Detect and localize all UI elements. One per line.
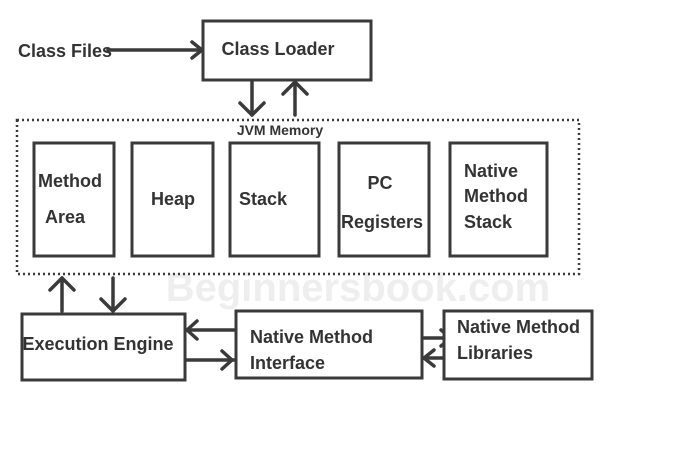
native-method-stack-line-3: Stack: [464, 212, 513, 232]
pc-registers-box: PC Registers: [337, 141, 431, 258]
class-files-arrow: [106, 40, 204, 60]
execution-engine-label: Execution Engine: [22, 334, 173, 354]
stack-box: Stack: [228, 141, 321, 258]
native-method-stack-box: Native Method Stack: [448, 141, 549, 258]
pc-registers-line-1: PC: [367, 173, 392, 193]
native-method-interface-line-2: Interface: [250, 353, 325, 373]
native-method-libraries-box: Native Method Libraries: [442, 309, 594, 381]
execution-engine-to-memory-arrow: [48, 276, 76, 313]
native-method-stack-line-2: Method: [464, 186, 528, 206]
method-area-line-2: Area: [45, 207, 86, 227]
method-area-line-1: Method: [38, 171, 102, 191]
method-area-box: Method Area: [32, 141, 116, 258]
native-method-stack-line-1: Native: [464, 161, 518, 181]
native-method-libraries-line-2: Libraries: [457, 343, 533, 363]
class-files-label: Class Files: [18, 41, 112, 61]
native-method-interface-box: Native Method Interface: [234, 309, 424, 380]
watermark: Beginnersbook.com: [166, 266, 551, 310]
stack-label: Stack: [239, 189, 288, 209]
interface-to-engine-arrow: [185, 319, 236, 341]
memory-to-execution-engine-arrow: [99, 276, 127, 313]
native-method-libraries-line-1: Native Method: [457, 317, 580, 337]
pc-registers-line-2: Registers: [341, 212, 423, 232]
class-loader-label: Class Loader: [221, 39, 334, 59]
class-loader-to-memory-arrow: [238, 80, 266, 117]
engine-to-interface-arrow: [185, 349, 236, 371]
jvm-memory-container: [15, 118, 581, 276]
execution-engine-box: Execution Engine: [20, 312, 187, 382]
heap-box: Heap: [130, 141, 215, 258]
class-loader-box: Class Loader: [201, 19, 373, 82]
memory-to-class-loader-arrow: [281, 80, 309, 117]
heap-label: Heap: [151, 189, 195, 209]
jvm-memory-label: JVM Memory: [237, 122, 324, 138]
native-method-interface-line-1: Native Method: [250, 327, 373, 347]
